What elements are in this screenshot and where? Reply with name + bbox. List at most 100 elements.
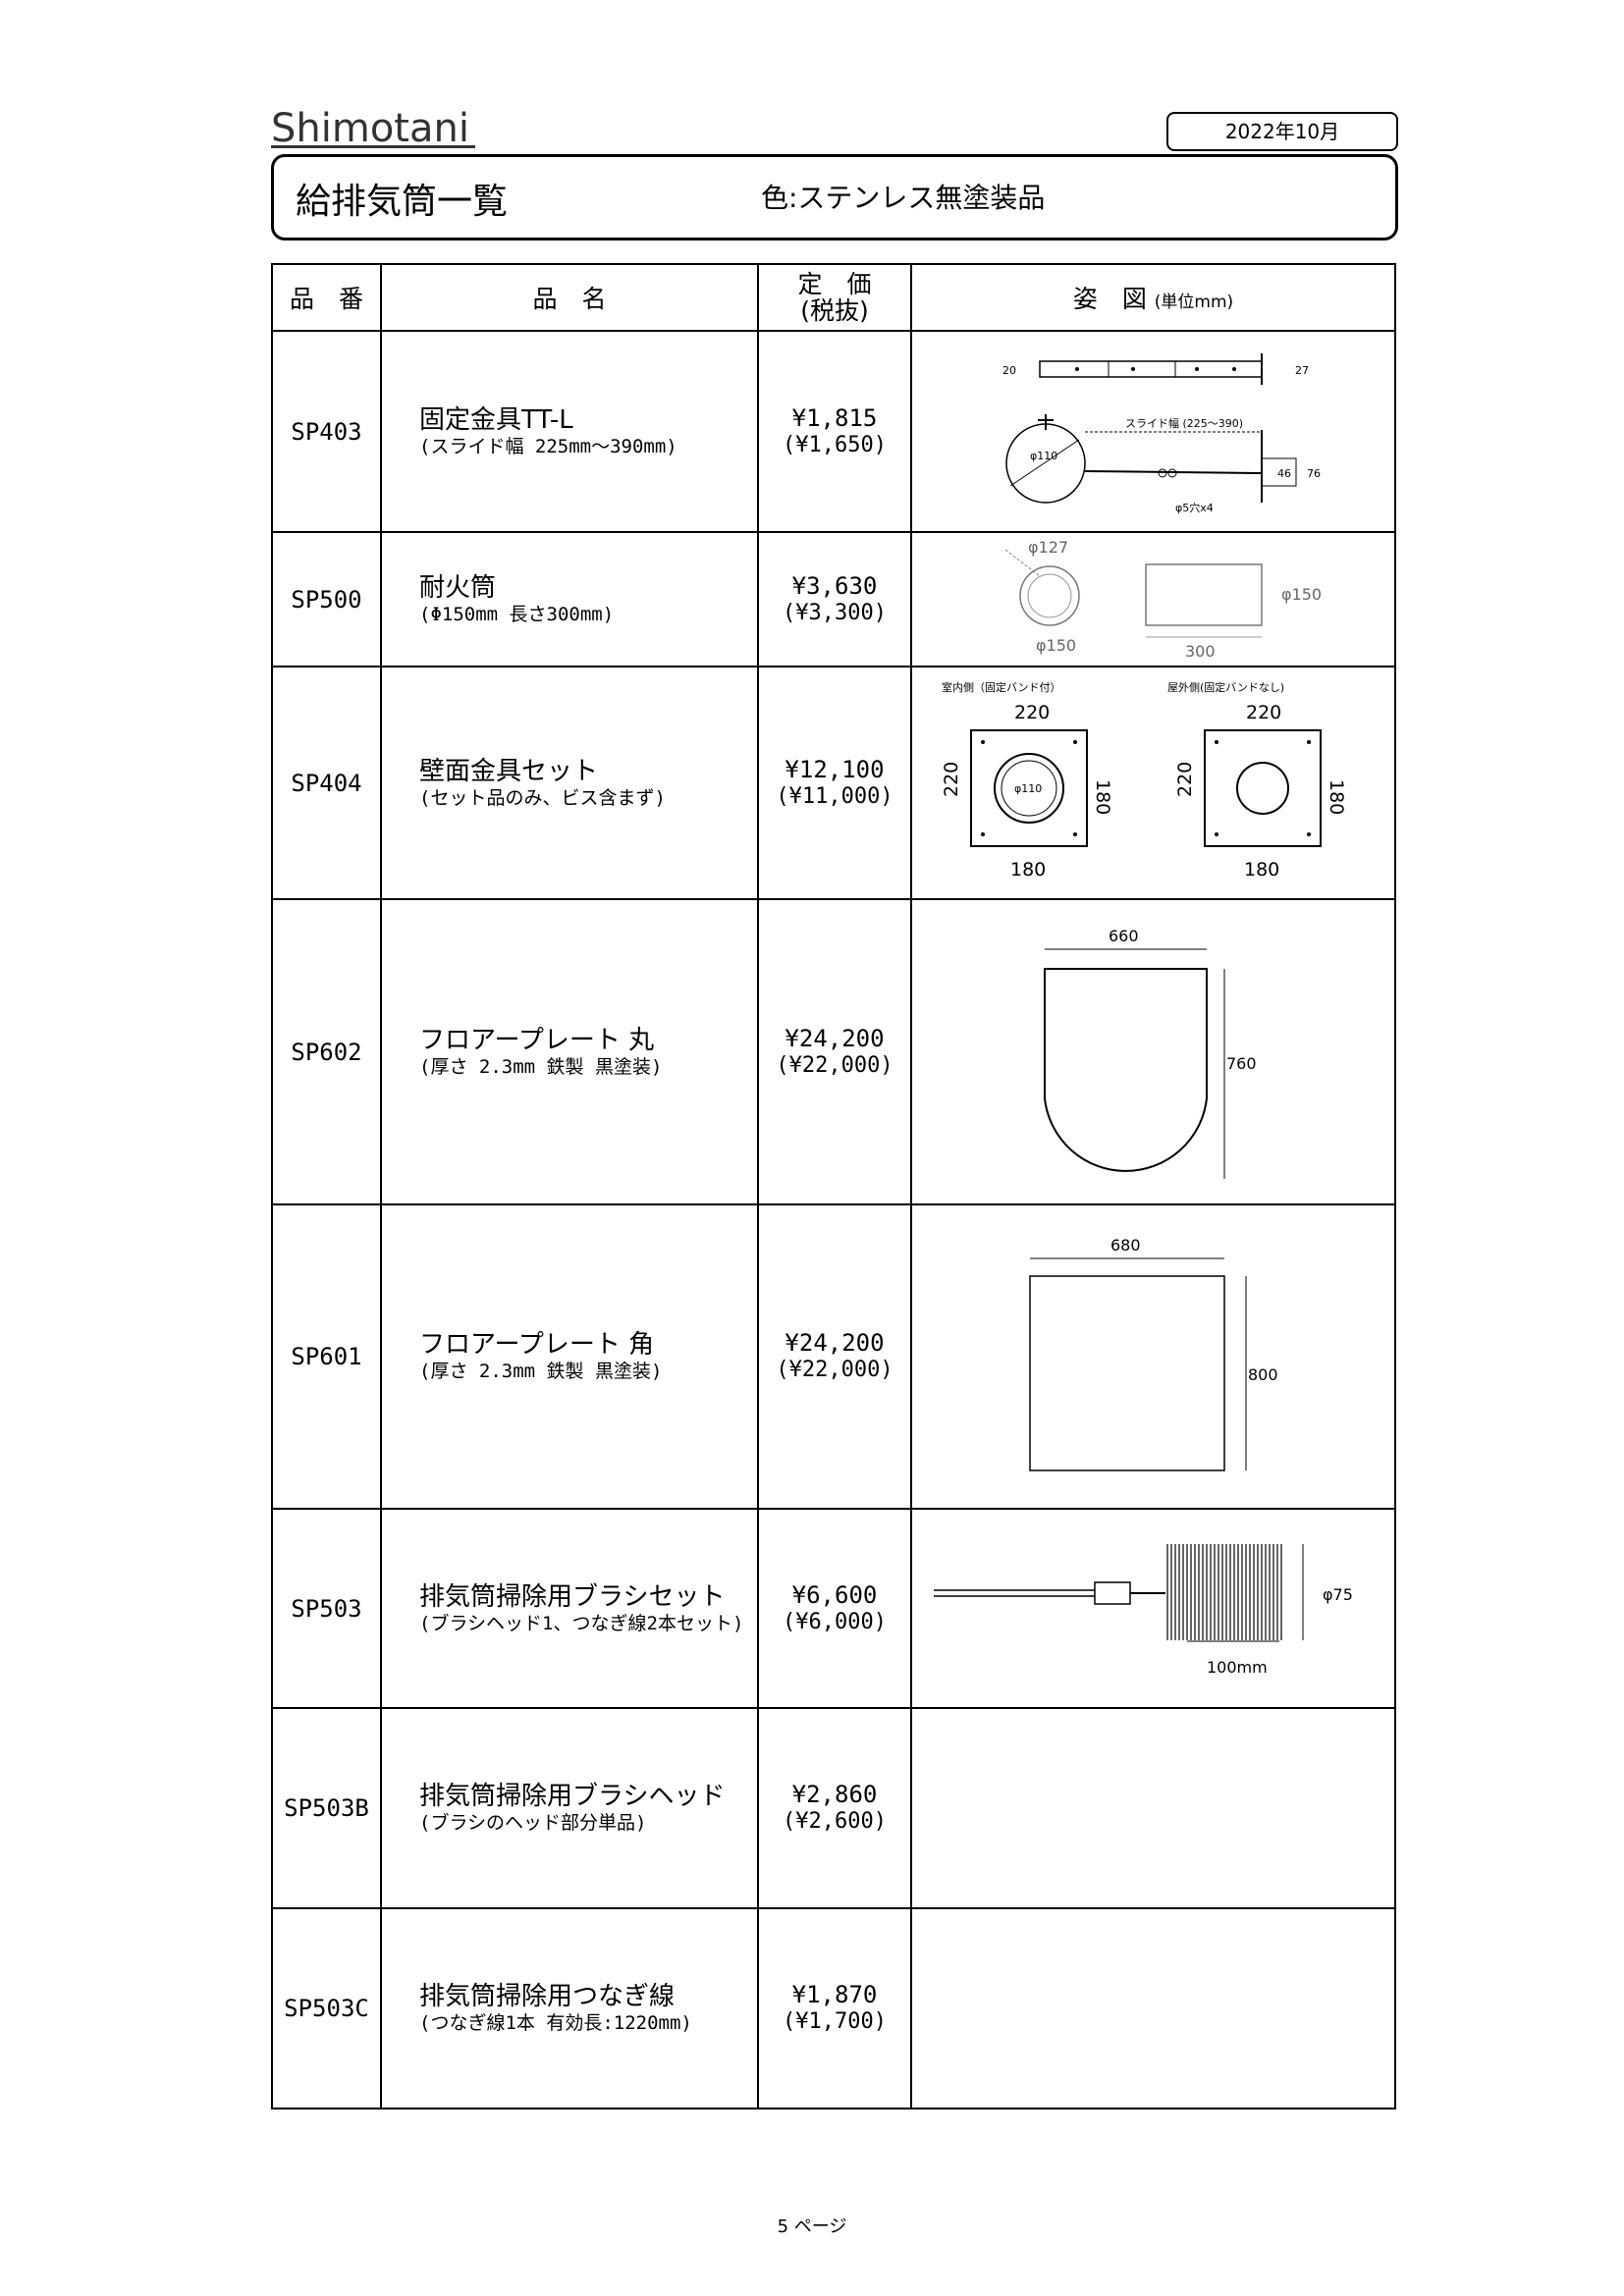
row-price-cell: ¥1,815 (¥1,650) xyxy=(757,330,912,533)
row-price-cell: ¥3,630 (¥3,300) xyxy=(757,531,912,667)
dim-phi127: φ127 xyxy=(1028,538,1068,557)
color-note: 色:ステンレス無塗装品 xyxy=(761,182,1046,214)
row-name-cell: フロアープレート 角 (厚さ 2.3mm 鉄製 黒塗装) xyxy=(380,1203,759,1510)
row-code: SP503B xyxy=(271,1707,382,1909)
row-price-cell: ¥24,200 (¥22,000) xyxy=(757,898,912,1205)
dim-20: 20 xyxy=(1002,364,1016,377)
dim-660: 660 xyxy=(1109,927,1139,945)
label-outdoor: 屋外側(固定バンドなし) xyxy=(1167,680,1284,694)
dim-46: 46 xyxy=(1277,467,1291,480)
dim-len300: 300 xyxy=(1185,642,1216,661)
table-row: SP601 フロアープレート 角 (厚さ 2.3mm 鉄製 黒塗装) ¥24,2… xyxy=(271,1203,1396,1510)
row-sub: (スライド幅 225mm〜390mm) xyxy=(419,435,677,457)
header-figure-unit: (単位mm) xyxy=(1154,293,1234,312)
row-name: 固定金具TT-L xyxy=(419,404,573,435)
dim-slide: スライド幅 (225〜390) xyxy=(1125,417,1243,430)
brush-bristles xyxy=(1166,1543,1282,1640)
row-figure: 660 760 xyxy=(910,898,1396,1205)
row-sub: (ブラシヘッド1、つなぎ線2本セット) xyxy=(419,1612,744,1634)
sp503-figure: 100mm φ75 xyxy=(934,1543,1353,1677)
dim-180-bottom-indoor: 180 xyxy=(1010,859,1046,881)
row-name: 排気筒掃除用つなぎ線 xyxy=(419,1982,676,2011)
dim-100mm: 100mm xyxy=(1207,1658,1268,1677)
row-name: フロアープレート 角 xyxy=(419,1330,655,1360)
row-name: 耐火筒 xyxy=(419,572,497,603)
page-title: 給排気筒一覧 xyxy=(296,182,509,222)
row-price: ¥12,100 xyxy=(785,755,885,783)
row-price: ¥24,200 xyxy=(785,1329,885,1357)
row-code: SP403 xyxy=(271,330,382,533)
title-box: 給排気筒一覧 色:ステンレス無塗装品 xyxy=(271,154,1398,240)
page-number: 5 ページ xyxy=(777,2216,847,2237)
row-figure xyxy=(910,1907,1396,2109)
row-price-cell: ¥24,200 (¥22,000) xyxy=(757,1203,912,1510)
row-price-ex: (¥1,650) xyxy=(783,432,887,457)
row-price-cell: ¥12,100 (¥11,000) xyxy=(757,666,912,900)
table-row: SP403 固定金具TT-L (スライド幅 225mm〜390mm) ¥1,81… xyxy=(271,330,1396,533)
label-indoor: 室内側（固定バンド付） xyxy=(942,680,1061,694)
row-figure: 100mm φ75 xyxy=(910,1508,1396,1709)
row-code: SP602 xyxy=(271,898,382,1205)
row-price-ex: (¥3,300) xyxy=(783,600,887,625)
dim-220-side-indoor: 220 xyxy=(941,761,962,796)
row-price: ¥2,860 xyxy=(791,1781,878,1808)
row-figure: φ127 φ150 300 φ150 xyxy=(910,531,1396,667)
row-name: 排気筒掃除用ブラシセット xyxy=(419,1581,726,1612)
row-figure: 20 27 φ110 スライド幅 (225〜390) 46 76 φ5穴x4 xyxy=(910,330,1396,533)
row-name-cell: 固定金具TT-L (スライド幅 225mm〜390mm) xyxy=(380,330,759,533)
dim-220-top-outdoor: 220 xyxy=(1246,702,1281,723)
table-row: SP503C 排気筒掃除用つなぎ線 (つなぎ線1本 有効長:1220mm) ¥1… xyxy=(271,1907,1396,2109)
dim-phi150-circle: φ150 xyxy=(1036,636,1076,655)
table-row: SP503 排気筒掃除用ブラシセット (ブラシヘッド1、つなぎ線2本セット) ¥… xyxy=(271,1508,1396,1709)
row-price: ¥1,870 xyxy=(791,1981,878,2008)
table-row: SP602 フロアープレート 丸 (厚さ 2.3mm 鉄製 黒塗装) ¥24,2… xyxy=(271,898,1396,1205)
row-price: ¥1,815 xyxy=(791,403,878,432)
row-price: ¥3,630 xyxy=(791,571,878,600)
logo-underline xyxy=(271,145,475,148)
row-price: ¥24,200 xyxy=(785,1024,885,1052)
row-sub: (厚さ 2.3mm 鉄製 黒塗装) xyxy=(419,1361,663,1382)
header-price: 定 価 (税抜) xyxy=(757,263,912,332)
row-sub: (セット品のみ、ビス含まず) xyxy=(419,786,666,809)
sp500-figure: φ127 φ150 300 φ150 xyxy=(1004,538,1322,661)
dim-180-side-indoor: 180 xyxy=(1092,779,1113,815)
row-name: 壁面金具セット xyxy=(419,756,599,786)
row-sub: (ブラシのヘッド部分単品) xyxy=(419,1812,647,1834)
table-row: SP500 耐火筒 (Φ150mm 長さ300mm) ¥3,630 (¥3,30… xyxy=(271,531,1396,667)
dim-220-side-outdoor: 220 xyxy=(1174,761,1196,796)
dim-phi110: φ110 xyxy=(1014,782,1042,795)
row-price-ex: (¥6,000) xyxy=(783,1609,887,1634)
row-price-ex: (¥1,700) xyxy=(783,2009,887,2034)
row-name-cell: 排気筒掃除用ブラシセット (ブラシヘッド1、つなぎ線2本セット) xyxy=(380,1508,759,1709)
dim-180-side-outdoor: 180 xyxy=(1326,779,1347,815)
row-figure xyxy=(910,1707,1396,1909)
table-header-row: 品 番 品 名 定 価 (税抜) 姿 図 (単位mm) xyxy=(271,263,1396,332)
row-sub: (厚さ 2.3mm 鉄製 黒塗装) xyxy=(419,1055,663,1078)
row-name: 排気筒掃除用ブラシヘッド xyxy=(419,1782,726,1811)
header-code: 品 番 xyxy=(271,263,382,332)
row-name-cell: 壁面金具セット (セット品のみ、ビス含まず) xyxy=(380,666,759,900)
row-name-cell: 耐火筒 (Φ150mm 長さ300mm) xyxy=(380,531,759,667)
dim-180-bottom-outdoor: 180 xyxy=(1244,859,1279,881)
brand-logo: Shimotani xyxy=(271,106,469,151)
row-name-cell: 排気筒掃除用つなぎ線 (つなぎ線1本 有効長:1220mm) xyxy=(380,1907,759,2109)
dim-phi150-side: φ150 xyxy=(1281,585,1322,604)
header-figure-label: 姿 図 xyxy=(1072,285,1147,313)
dim-680: 680 xyxy=(1110,1236,1141,1255)
row-code: SP500 xyxy=(271,531,382,667)
row-price-ex: (¥2,600) xyxy=(783,1809,887,1834)
row-price-cell: ¥1,870 (¥1,700) xyxy=(757,1907,912,2109)
dim-220-top-indoor: 220 xyxy=(1014,702,1050,723)
row-sub: (Φ150mm 長さ300mm) xyxy=(419,603,615,625)
row-sub: (つなぎ線1本 有効長:1220mm) xyxy=(419,2012,692,2034)
table-row: SP404 壁面金具セット (セット品のみ、ビス含まず) ¥12,100 (¥1… xyxy=(271,666,1396,900)
sp404-figure: 室内側（固定バンド付） 屋外側(固定バンドなし) 220 φ110 220 18… xyxy=(941,680,1347,881)
dim-phi110: φ110 xyxy=(1030,450,1057,462)
row-code: SP601 xyxy=(271,1203,382,1510)
row-price: ¥6,600 xyxy=(791,1580,878,1609)
row-name: フロアープレート 丸 xyxy=(419,1025,655,1055)
table-row: SP503B 排気筒掃除用ブラシヘッド (ブラシのヘッド部分単品) ¥2,860… xyxy=(271,1707,1396,1909)
sp601-figure: 680 800 xyxy=(1029,1236,1278,1471)
row-price-cell: ¥2,860 (¥2,600) xyxy=(757,1707,912,1909)
header-name: 品 名 xyxy=(380,263,759,332)
